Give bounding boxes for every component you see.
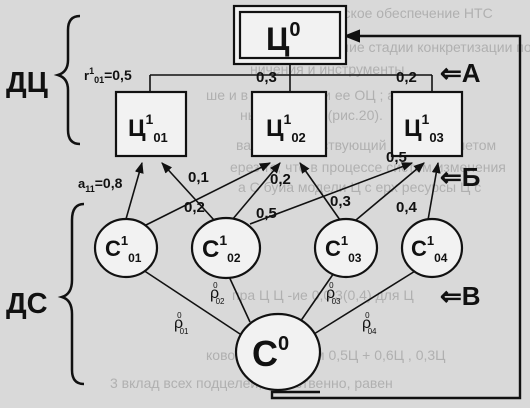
- goal-c03-text: Ц1 03: [404, 111, 444, 145]
- weight-e4: 0,5: [256, 205, 277, 222]
- goal-c02-text: Ц1 02: [266, 111, 306, 145]
- resources-brace: [57, 202, 85, 386]
- edge-s01-c01: [123, 161, 144, 227]
- resource-s02-sup: 1: [219, 232, 227, 248]
- resource-node-s0: [234, 312, 322, 392]
- edge-s02-c03: [249, 162, 414, 225]
- weight-r01-value: =0,5: [104, 67, 132, 83]
- edge-s02-c02: [231, 162, 281, 221]
- resource-s0-sup: 0: [278, 333, 289, 355]
- resource-node-s03: [313, 217, 379, 279]
- resource-s02-sub: 02: [227, 251, 241, 265]
- rho-p03-base: ρ: [326, 285, 335, 302]
- rho-p03-sup: 0: [329, 281, 334, 290]
- weight-a11-sub: 11: [85, 184, 95, 194]
- weight-e2: 0,2: [184, 199, 205, 216]
- edge-s0-s01: [139, 267, 241, 335]
- resource-node-s01: [93, 217, 159, 279]
- goal-c01-sub: 01: [153, 130, 167, 145]
- weight-a11: a11=0,8: [78, 175, 123, 194]
- resource-s02-base: С: [202, 236, 219, 263]
- feedback-loop: [270, 29, 522, 400]
- edge-s0-s03: [299, 269, 337, 323]
- resource-s04-base: С: [411, 236, 427, 261]
- edge-s01-c02: [139, 162, 272, 229]
- goal-node-c0: [238, 10, 342, 60]
- weight-w02: 0,3: [256, 69, 277, 86]
- resource-s0-base: С: [252, 333, 278, 374]
- rho-p01-sup: 0: [177, 311, 182, 320]
- resource-s03-sup: 1: [341, 233, 348, 248]
- goal-node-c03: [390, 90, 464, 158]
- goal-c0-sup: 0: [289, 19, 300, 41]
- edge-s0-s04: [313, 267, 421, 335]
- goal-c02-base: Ц: [266, 115, 284, 142]
- level-c-marker: ⇐В: [440, 281, 481, 311]
- goal-c03-sub: 03: [429, 130, 443, 145]
- resource-node-s02: [190, 216, 262, 280]
- rho-p01-sub: 01: [180, 327, 189, 336]
- weight-r01: r101=0,5: [84, 66, 132, 85]
- weight-r01-sub: 01: [94, 75, 104, 85]
- rho-p01: ρ0 01: [174, 311, 189, 336]
- weight-r01-sup: 1: [89, 66, 94, 76]
- goal-c02-sup: 1: [284, 111, 292, 127]
- weight-r01-base: r: [84, 68, 89, 83]
- weight-e6: 0,3: [330, 193, 351, 210]
- weight-e3: 0,2: [270, 171, 291, 188]
- rho-p04-sub: 04: [368, 327, 377, 336]
- resource-s03-base: С: [325, 236, 341, 261]
- rho-p04-base: ρ: [362, 315, 371, 332]
- goal-node-c02: [250, 90, 328, 158]
- resource-node-s04: [400, 217, 464, 279]
- rho-p03-sub: 03: [332, 297, 341, 306]
- resource-s01-sub: 01: [128, 251, 142, 265]
- weight-a11-base: a: [78, 176, 86, 191]
- edge-s03-c03: [355, 162, 425, 221]
- rho-p04: ρ0 04: [362, 311, 377, 336]
- resource-s04-sup: 1: [427, 233, 434, 248]
- resource-s04-sub: 04: [434, 251, 448, 265]
- level-a-marker: ⇐А: [440, 58, 481, 88]
- weight-a11-value: =0,8: [95, 175, 123, 191]
- resource-s01-sup: 1: [121, 233, 128, 248]
- resource-s03-sub: 03: [348, 251, 362, 265]
- goal-c0-base: Ц: [266, 21, 290, 57]
- goal-c02-sub: 02: [291, 130, 305, 145]
- rho-p02-sub: 02: [216, 297, 225, 306]
- goal-node-c01: [114, 90, 188, 158]
- goals-label: ДЦ: [6, 67, 48, 99]
- edge-s03-c02: [299, 162, 341, 221]
- rho-p03: ρ0 03: [326, 281, 341, 306]
- resources-label: ДС: [6, 288, 48, 320]
- edge-s02-c01: [161, 162, 215, 221]
- weight-e5: 0,5: [386, 149, 407, 166]
- resource-s0-text: С0: [252, 333, 289, 374]
- edge-s04-c03: [427, 161, 441, 221]
- goal-c01-base: Ц: [128, 115, 146, 142]
- goal-c01-sup: 1: [146, 111, 154, 127]
- rho-p01-base: ρ: [174, 315, 183, 332]
- goal-c03-base: Ц: [404, 115, 422, 142]
- rho-p02: ρ0 02: [210, 281, 225, 306]
- goal-c0-text: Ц0: [266, 19, 301, 57]
- weight-e1: 0,1: [188, 169, 209, 186]
- resource-s01-base: С: [105, 236, 121, 261]
- goals-brace: [53, 14, 81, 146]
- resource-s01-text: С101: [105, 233, 142, 265]
- resource-s03-text: С103: [325, 233, 362, 265]
- goal-c03-sup: 1: [422, 111, 430, 127]
- weight-e7: 0,4: [396, 199, 418, 216]
- resource-s02-text: С102: [202, 232, 241, 265]
- resource-s04-text: С104: [411, 233, 448, 265]
- rho-p02-base: ρ: [210, 285, 219, 302]
- level-b-marker: ⇐Б: [440, 162, 480, 192]
- rho-p02-sup: 0: [213, 281, 218, 290]
- rho-p04-sup: 0: [365, 311, 370, 320]
- weight-w03: 0,2: [396, 69, 417, 86]
- goal-c01-text: Ц1 01: [128, 111, 168, 145]
